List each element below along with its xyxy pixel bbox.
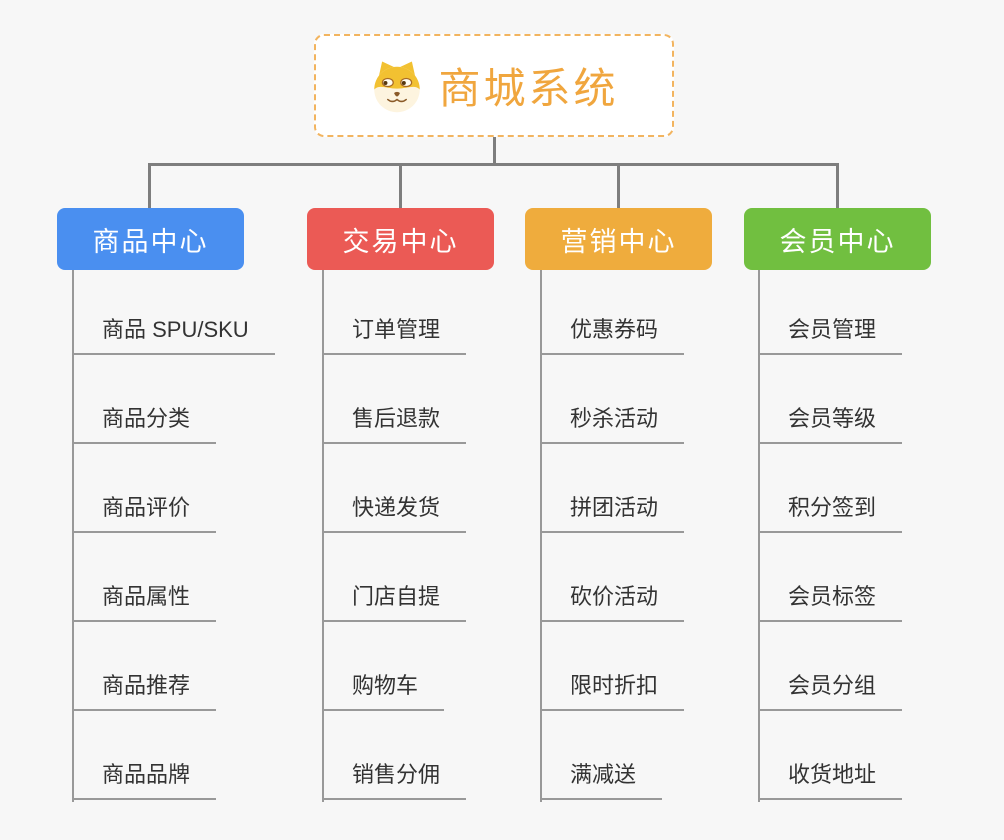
leaf-node[interactable]: 会员管理 bbox=[758, 313, 903, 355]
branch-node-marketing[interactable]: 营销中心 bbox=[525, 208, 712, 270]
connector-drop-3 bbox=[617, 163, 620, 208]
spine-trade bbox=[322, 270, 324, 802]
leaf-node[interactable]: 限时折扣 bbox=[540, 669, 685, 711]
root-node[interactable]: 商城系统 bbox=[314, 34, 674, 137]
leaf-node[interactable]: 拼团活动 bbox=[540, 491, 685, 533]
root-title: 商城系统 bbox=[438, 65, 619, 112]
connector-drop-1 bbox=[148, 163, 151, 208]
leaf-node[interactable]: 销售分佣 bbox=[322, 758, 467, 800]
leaf-node[interactable]: 订单管理 bbox=[322, 313, 467, 355]
branch-label: 交易中心 bbox=[342, 226, 459, 257]
leaf-node[interactable]: 购物车 bbox=[322, 669, 445, 711]
leaf-node[interactable]: 商品推荐 bbox=[72, 669, 217, 711]
branch-node-trade[interactable]: 交易中心 bbox=[307, 208, 494, 270]
branch-label: 会员中心 bbox=[779, 226, 896, 257]
leaf-node[interactable]: 优惠券码 bbox=[540, 313, 685, 355]
leaf-node[interactable]: 商品品牌 bbox=[72, 758, 217, 800]
leaf-node[interactable]: 砍价活动 bbox=[540, 580, 685, 622]
connector-drop-2 bbox=[399, 163, 402, 208]
leaf-node[interactable]: 收货地址 bbox=[758, 758, 903, 800]
connector-horizontal bbox=[148, 163, 839, 166]
leaf-node[interactable]: 商品 SPU/SKU bbox=[72, 313, 275, 355]
spine-product bbox=[72, 270, 74, 802]
leaf-node[interactable]: 积分签到 bbox=[758, 491, 903, 533]
spine-marketing bbox=[540, 270, 542, 802]
branch-node-member[interactable]: 会员中心 bbox=[744, 208, 931, 270]
leaf-node[interactable]: 商品分类 bbox=[72, 402, 217, 444]
doge-icon bbox=[369, 58, 425, 114]
branch-node-product[interactable]: 商品中心 bbox=[57, 208, 244, 270]
leaf-node[interactable]: 会员等级 bbox=[758, 402, 903, 444]
spine-member bbox=[758, 270, 760, 802]
leaf-node[interactable]: 快递发货 bbox=[322, 491, 467, 533]
leaf-node[interactable]: 商品属性 bbox=[72, 580, 217, 622]
leaf-node[interactable]: 会员分组 bbox=[758, 669, 903, 711]
leaf-node[interactable]: 满减送 bbox=[540, 758, 663, 800]
connector-drop-4 bbox=[836, 163, 839, 208]
branch-label: 商品中心 bbox=[92, 226, 209, 257]
branch-label: 营销中心 bbox=[560, 226, 677, 257]
leaf-node[interactable]: 门店自提 bbox=[322, 580, 467, 622]
leaf-node[interactable]: 会员标签 bbox=[758, 580, 903, 622]
leaf-node[interactable]: 秒杀活动 bbox=[540, 402, 685, 444]
connector-root-stem bbox=[493, 135, 496, 166]
leaf-node[interactable]: 商品评价 bbox=[72, 491, 217, 533]
leaf-node[interactable]: 售后退款 bbox=[322, 402, 467, 444]
